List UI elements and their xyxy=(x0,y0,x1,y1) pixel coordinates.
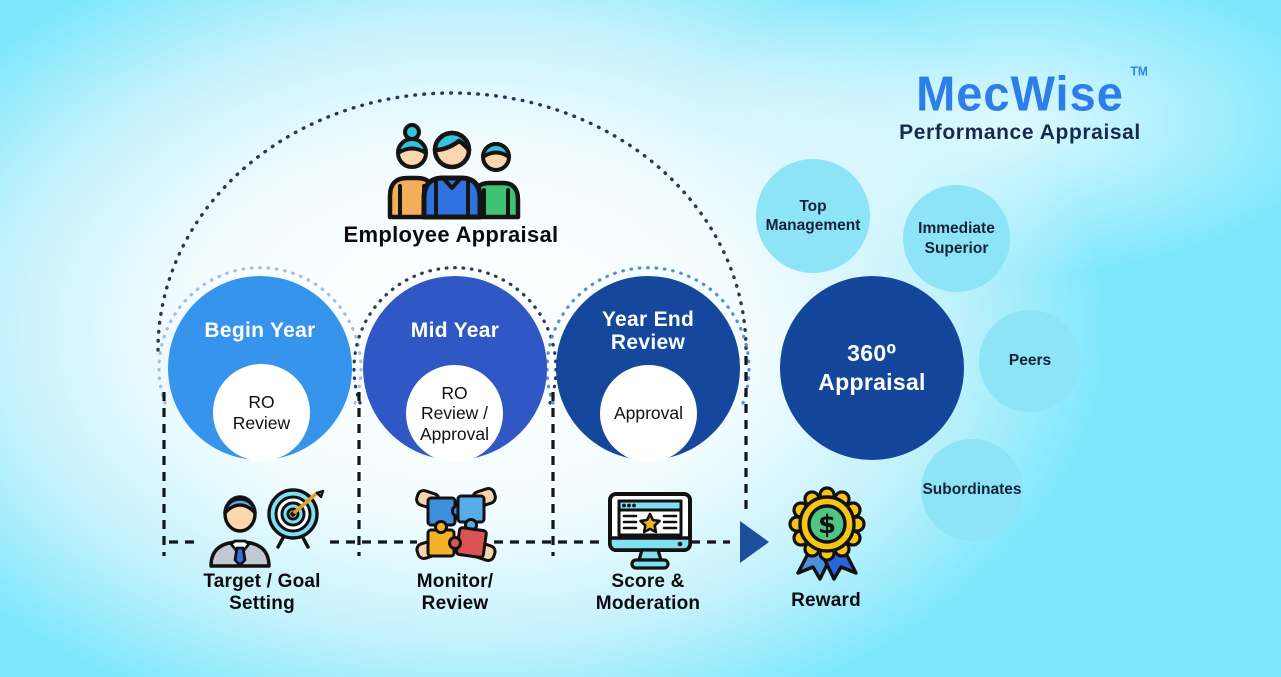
outer-dotted-arc xyxy=(156,91,748,352)
employee-appraisal-label: Employee Appraisal xyxy=(343,222,559,247)
brand-name: MecWise xyxy=(916,65,1124,122)
monitor-review-label: Monitor/ Review xyxy=(416,571,494,615)
target-goal-setting-label: Target / Goal Setting xyxy=(203,571,321,615)
puzzle-hands-icon xyxy=(415,487,497,562)
stage-substep-approval: Approval xyxy=(600,365,697,462)
brand-wordmark: MecWise TM xyxy=(916,65,1148,122)
people-group-icon xyxy=(387,123,521,220)
brand-subtitle: Performance Appraisal xyxy=(899,121,1141,144)
businessman-target-icon xyxy=(209,488,325,568)
flow-arrow-icon xyxy=(740,521,769,563)
stage-title-year-end: Year End Review xyxy=(601,308,695,355)
monitor-score-icon xyxy=(608,492,692,570)
score-moderation-label: Score & Moderation xyxy=(595,571,701,615)
reward-medal-icon: $ xyxy=(788,486,866,581)
brand-logo: MecWise TM Performance Appraisal xyxy=(848,65,1192,145)
trademark-symbol: TM xyxy=(1130,63,1148,79)
satellite-top-management: Top Management xyxy=(756,159,870,273)
stage-substep-ro-review-approval: RO Review / Approval xyxy=(406,365,503,462)
stage3-dotted-arc xyxy=(545,266,751,405)
stage-substep-ro-review: RO Review xyxy=(213,364,310,461)
satellite-subordinates: Subordinates xyxy=(921,439,1023,541)
stage-title-mid-year: Mid Year xyxy=(410,319,500,342)
appraisal-360-circle: 360⁰ Appraisal xyxy=(780,276,964,460)
stage-title-begin-year: Begin Year xyxy=(204,319,316,342)
reward-label: Reward xyxy=(791,590,861,611)
satellite-immediate-superior: Immediate Superior xyxy=(903,185,1010,292)
svg-text:$: $ xyxy=(818,510,836,540)
stage2-dotted-arc xyxy=(352,266,558,405)
satellite-peers: Peers xyxy=(979,310,1081,412)
